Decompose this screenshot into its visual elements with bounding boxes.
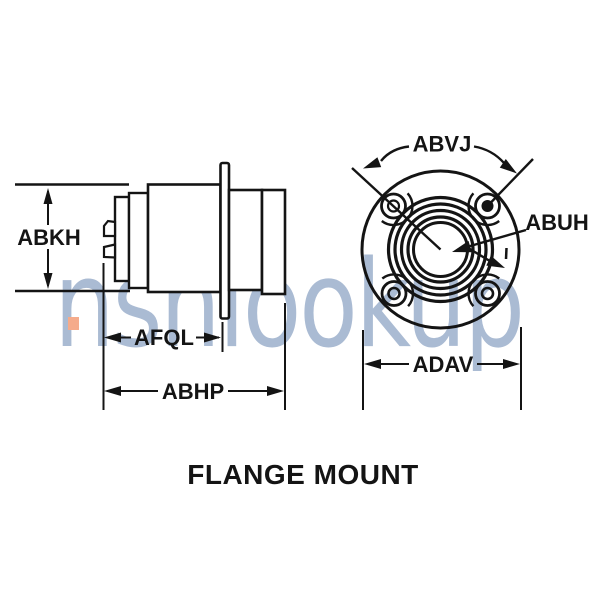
dimension-label-afql: AFQL <box>134 325 194 350</box>
arrowhead-left <box>104 386 121 396</box>
dimension-afql: AFQL <box>102 263 224 410</box>
main-body <box>146 183 222 294</box>
diagonal-line-right <box>486 158 534 207</box>
arrowhead-left <box>364 359 381 369</box>
dimension-label-abvj: ABVJ <box>413 132 472 157</box>
coupling-shell <box>227 188 264 292</box>
dimension-abhp: ABHP <box>104 303 286 410</box>
dimension-adav: ADAV <box>362 327 522 410</box>
arrowhead-right <box>503 359 520 369</box>
figure-caption: FLANGE MOUNT <box>187 459 419 490</box>
side-profile-view: ABKH AFQL ABHP <box>15 161 287 410</box>
arrowhead-to-keyway <box>486 255 505 268</box>
dimension-abvj: ABVJ <box>363 132 517 174</box>
body-neck <box>127 191 150 290</box>
dimension-abuh: ABUH <box>452 210 589 268</box>
front-flange-view: ABVJ ABUH ADAV <box>351 132 589 410</box>
arrowhead-down <box>43 273 53 289</box>
dimension-label-abkh: ABKH <box>17 225 81 250</box>
terminal-pin-upper <box>102 219 117 238</box>
arrowhead-right <box>204 332 221 343</box>
diagonal-line-left <box>351 167 442 251</box>
terminal-pin-lower <box>102 243 117 259</box>
arrowhead-left <box>104 332 121 343</box>
arrowhead-right <box>499 159 517 174</box>
rear-shell <box>113 195 131 283</box>
arrowhead-up <box>43 188 53 204</box>
dimension-abkh: ABKH <box>17 188 81 289</box>
flange-outline <box>360 169 521 330</box>
dimension-label-abuh: ABUH <box>525 210 589 235</box>
keyway-mark <box>504 247 508 260</box>
dimension-label-abhp: ABHP <box>162 379 224 404</box>
arrowhead-right <box>267 386 284 396</box>
mounting-holes <box>380 192 501 307</box>
watermark-accent-dot <box>68 317 79 330</box>
dimension-label-adav: ADAV <box>413 352 474 377</box>
arrowhead-left <box>363 157 382 169</box>
arrowhead-to-center <box>452 240 472 253</box>
front-shell <box>260 188 287 296</box>
